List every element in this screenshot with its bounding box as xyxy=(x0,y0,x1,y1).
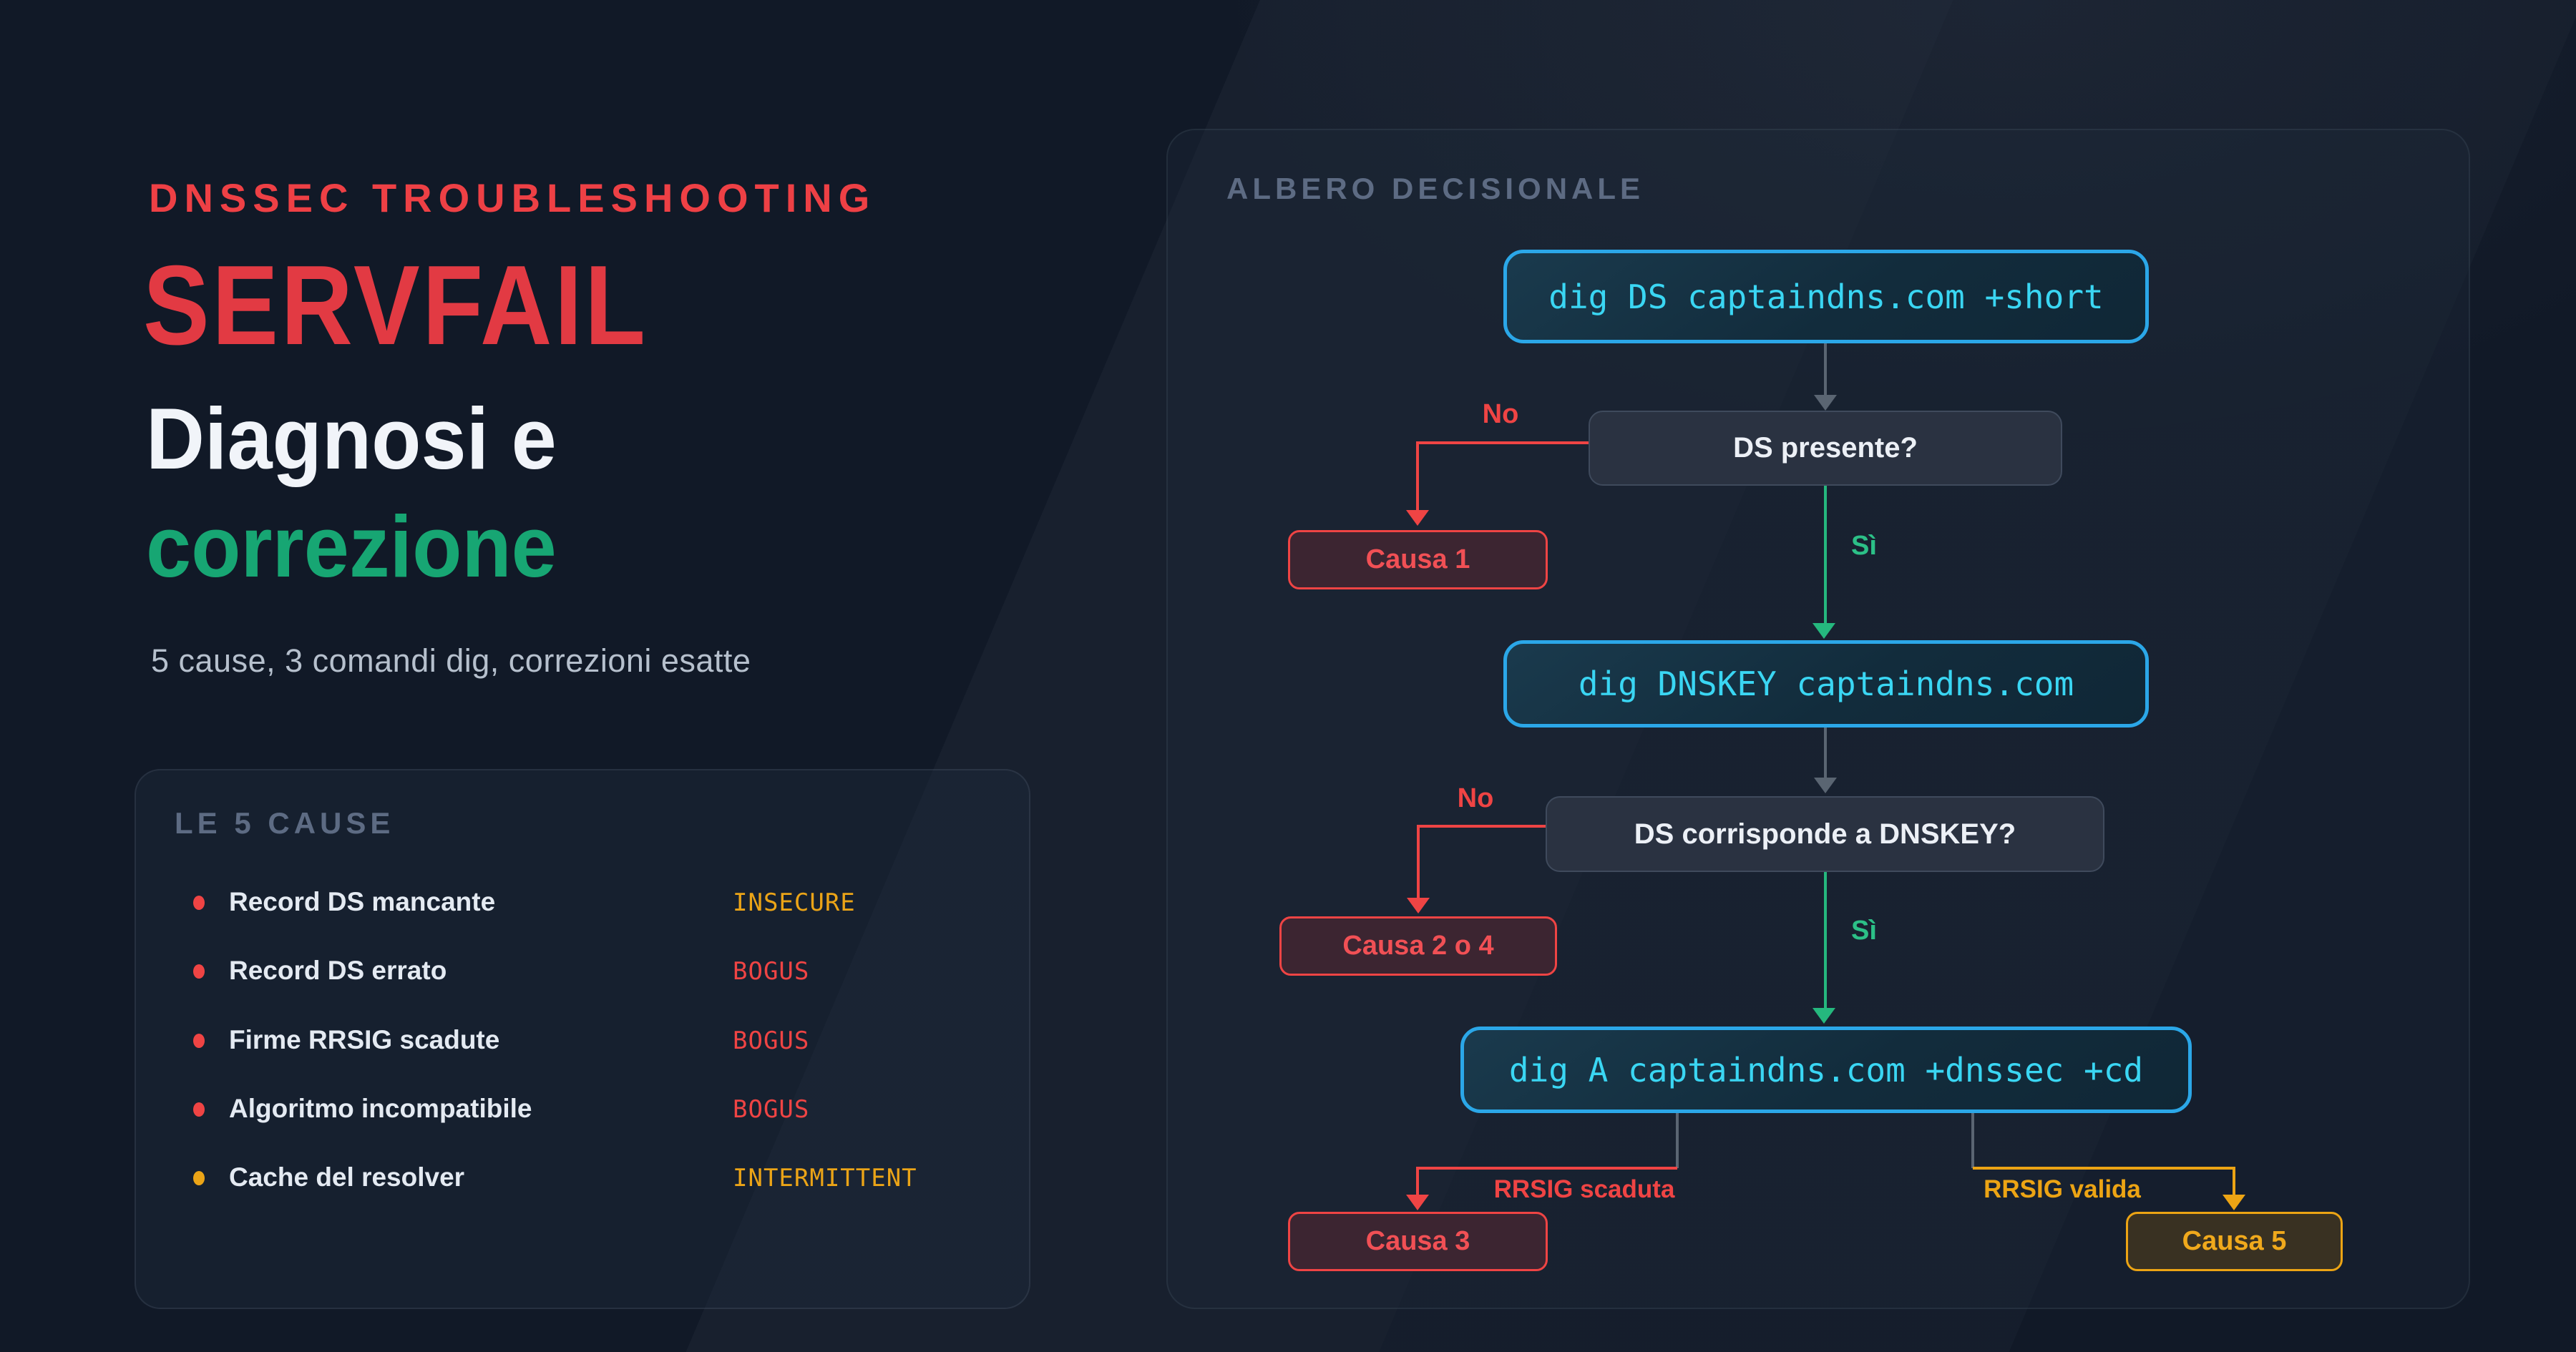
connector-line-si xyxy=(1824,872,1827,1009)
cause-row-record-ds-errato: Record DS errato BOGUS xyxy=(136,950,1029,993)
cause-node-3: Causa 3 xyxy=(1288,1212,1548,1271)
connector-line-si xyxy=(1824,486,1827,623)
arrow-down-icon xyxy=(1813,623,1835,639)
decision-node-ds-corrisponde: DS corrisponde a DNSKEY? xyxy=(1546,796,2104,872)
cause-node-2-o-4: Causa 2 o 4 xyxy=(1279,916,1557,976)
cause-row-record-ds-mancante: Record DS mancante INSECURE xyxy=(136,881,1029,924)
cause-label: Record DS errato xyxy=(229,956,447,986)
arrow-down-icon xyxy=(1813,1008,1835,1024)
connector-line-no xyxy=(1417,825,1420,899)
command-node-dig-ds: dig DS captaindns.com +short xyxy=(1503,250,2149,343)
decision-tree-header: ALBERO DECISIONALE xyxy=(1226,172,1645,205)
bullet-icon xyxy=(193,964,205,979)
command-node-dig-dnskey: dig DNSKEY captaindns.com xyxy=(1503,640,2149,728)
edge-label-no: No xyxy=(1482,399,1519,429)
edge-label-no: No xyxy=(1457,783,1494,813)
cause-status-badge: BOGUS xyxy=(733,957,810,986)
arrow-down-icon xyxy=(1407,898,1430,913)
arrow-down-icon xyxy=(1814,395,1837,411)
arrow-down-icon xyxy=(1406,510,1429,526)
cause-label: Algoritmo incompatibile xyxy=(229,1094,532,1124)
cause-node-1: Causa 1 xyxy=(1288,530,1548,589)
connector-line-rrsig-scaduta xyxy=(1416,1167,1419,1196)
hero-tagline: 5 cause, 3 comandi dig, correzioni esatt… xyxy=(151,642,751,679)
arrow-down-icon xyxy=(1814,778,1837,793)
connector-line-no xyxy=(1416,441,1419,511)
edge-label-rrsig-scaduta: RRSIG scaduta xyxy=(1493,1175,1675,1203)
hero-subtitle: Diagnosi e correzione xyxy=(146,385,557,601)
command-node-dig-a-dnssec: dig A captaindns.com +dnssec +cd xyxy=(1460,1027,2192,1113)
hero-subtitle-line1: Diagnosi e xyxy=(146,390,557,487)
connector-line-rrsig-valida xyxy=(2233,1167,2235,1196)
cause-row-firme-rrsig-scadute: Firme RRSIG scadute BOGUS xyxy=(136,1019,1029,1062)
cause-node-5: Causa 5 xyxy=(2126,1212,2343,1271)
connector-line xyxy=(1824,728,1827,779)
decision-node-ds-presente: DS presente? xyxy=(1589,411,2062,486)
decision-tree-panel: ALBERO DECISIONALE dig DS captaindns.com… xyxy=(1166,129,2470,1309)
connector-line-no xyxy=(1418,441,1589,444)
connector-line xyxy=(1676,1113,1679,1168)
edge-label-si: Sì xyxy=(1851,916,1877,946)
bullet-icon xyxy=(193,1102,205,1117)
cause-label: Record DS mancante xyxy=(229,887,496,917)
cause-row-algoritmo-incompatibile: Algoritmo incompatibile BOGUS xyxy=(136,1088,1029,1131)
cause-row-cache-del-resolver: Cache del resolver INTERMITTENT xyxy=(136,1157,1029,1200)
causes-card: LE 5 CAUSE Record DS mancante INSECURE R… xyxy=(135,769,1030,1309)
hero-eyebrow: DNSSEC TROUBLESHOOTING xyxy=(149,175,877,220)
cause-label: Firme RRSIG scadute xyxy=(229,1025,500,1055)
connector-line xyxy=(1971,1113,1974,1168)
bullet-icon xyxy=(193,1171,205,1185)
hero-subtitle-line2: correzione xyxy=(146,498,557,595)
hero-title: SERVFAIL xyxy=(143,243,648,368)
connector-line-no xyxy=(1418,825,1546,828)
connector-line xyxy=(1824,343,1827,396)
cause-status-badge: BOGUS xyxy=(733,1095,810,1124)
edge-label-si: Sì xyxy=(1851,531,1877,561)
connector-line-rrsig-scaduta xyxy=(1418,1167,1677,1170)
edge-label-rrsig-valida: RRSIG valida xyxy=(1984,1175,2141,1203)
connector-line-rrsig-valida xyxy=(1973,1167,2234,1170)
arrow-down-icon xyxy=(2223,1195,2245,1210)
bullet-icon xyxy=(193,896,205,910)
arrow-down-icon xyxy=(1406,1195,1429,1210)
causes-card-header: LE 5 CAUSE xyxy=(175,806,395,840)
bullet-icon xyxy=(193,1034,205,1048)
cause-status-badge: INTERMITTENT xyxy=(733,1164,917,1192)
cause-label: Cache del resolver xyxy=(229,1162,465,1192)
cause-status-badge: INSECURE xyxy=(733,888,856,917)
cause-status-badge: BOGUS xyxy=(733,1027,810,1055)
